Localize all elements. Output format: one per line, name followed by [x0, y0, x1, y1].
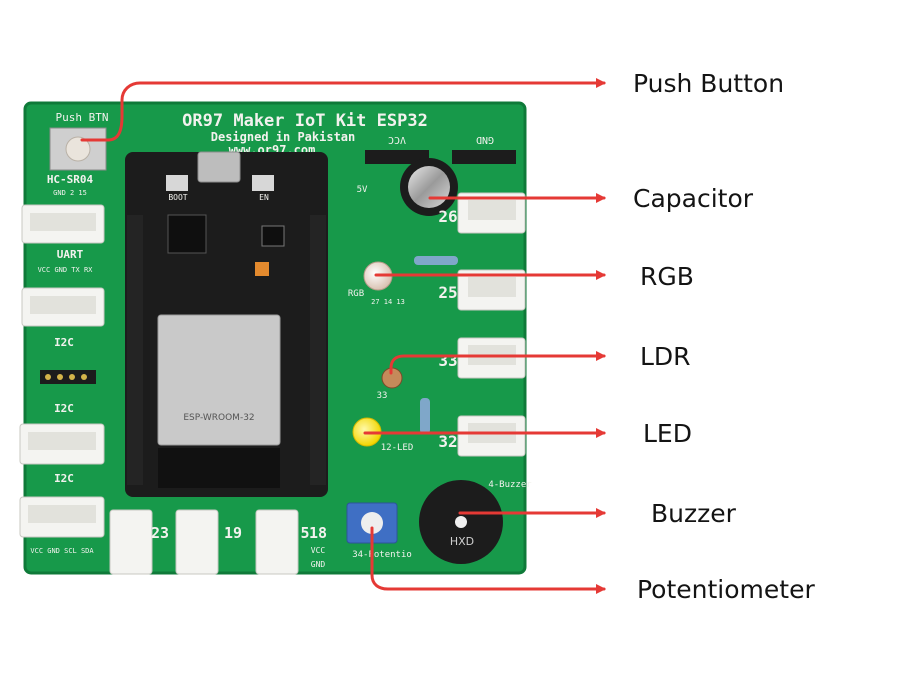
capacitor-top	[408, 166, 450, 208]
sensor-pins: GND 2 15	[53, 189, 87, 197]
wroom-antenna	[158, 448, 280, 488]
usb-chip	[167, 214, 207, 254]
arrow-ldr	[389, 351, 606, 375]
arrow-push-button	[80, 78, 606, 142]
label-buzzer: Buzzer	[651, 499, 736, 528]
left-connector-4	[19, 496, 105, 538]
buzzer-hole	[455, 516, 467, 528]
sensor-label: HC-SR04	[47, 173, 94, 186]
wroom-brand: ESP-WROOM-32	[183, 413, 254, 423]
bottom-gnd-label: GND	[311, 560, 326, 569]
buzzer-mark: HXD	[450, 535, 474, 548]
push-button-cap	[65, 136, 91, 162]
right-connector-33	[457, 337, 526, 379]
port-33-label: 33	[438, 351, 457, 370]
ldr-pin: 33	[377, 391, 388, 401]
port-5-label: 5	[300, 524, 309, 542]
board-title: OR97 Maker IoT Kit ESP32	[182, 111, 428, 131]
rgb-pins: 27 14 13	[371, 298, 405, 306]
port-18-label: 18	[309, 524, 327, 542]
right-connector-26	[457, 192, 526, 234]
push-btn-silk: Push BTN	[56, 111, 109, 124]
port-32-label: 32	[438, 432, 457, 451]
rgb-label: RGB	[348, 289, 364, 299]
port-19-label: 19	[224, 524, 242, 542]
potentiometer-knob	[361, 512, 383, 534]
bottom-vcc-label: VCC	[311, 546, 326, 555]
bottom-connector-19	[175, 509, 219, 575]
bottom-connector-5	[255, 509, 299, 575]
boot-label: BOOT	[168, 193, 187, 202]
i2c-header-pins	[40, 370, 96, 384]
arrow-potentiometer	[370, 526, 606, 594]
right-connector-32	[457, 415, 526, 457]
potentio-silk: 34-Potentio	[352, 550, 412, 560]
label-rgb: RGB	[640, 262, 694, 291]
resistor-2	[420, 398, 430, 434]
led-silk: 12-LED	[381, 443, 414, 453]
board-subtitle: Designed in Pakistan	[211, 130, 356, 144]
wroom-module	[157, 314, 281, 446]
port-23-label: 23	[151, 524, 169, 542]
i2c-label-3: I2C	[54, 472, 74, 485]
en-button	[252, 175, 274, 191]
left-connector-2	[21, 287, 105, 327]
bottom-connector-23	[109, 509, 153, 575]
top-vcc-header	[365, 150, 429, 164]
boot-button	[166, 175, 188, 191]
port-26-label: 26	[438, 207, 457, 226]
usb-port	[197, 151, 241, 183]
uart-pins: VCC GND TX RX	[38, 266, 94, 274]
top-vcc-label: VCC	[388, 134, 406, 145]
label-push-button: Push Button	[633, 69, 785, 98]
uart-label: UART	[57, 248, 84, 261]
label-ldr: LDR	[640, 342, 691, 371]
i2c-label-2: I2C	[54, 402, 74, 415]
i2c-label-1: I2C	[54, 336, 74, 349]
i2c-pins: VCC GND SCL SDA	[30, 547, 94, 555]
callout-arrows	[80, 78, 606, 594]
right-connector-25	[457, 269, 526, 311]
label-potentiometer: Potentiometer	[637, 575, 815, 604]
top-gnd-header	[452, 150, 516, 164]
buzzer-silk: 4-Buzzer	[488, 480, 532, 490]
five-v-label: 5V	[357, 185, 368, 195]
resistor-1	[414, 256, 458, 265]
pin-row-right	[310, 215, 326, 485]
en-label: EN	[259, 193, 269, 202]
top-gnd-label: GND	[476, 134, 494, 145]
label-capacitor: Capacitor	[633, 184, 754, 213]
port-25-label: 25	[438, 283, 457, 302]
left-connector-1	[21, 204, 105, 244]
regulator-chip	[261, 225, 285, 247]
label-led: LED	[643, 419, 692, 448]
pin-row-left	[127, 215, 143, 485]
left-connector-3	[19, 423, 105, 465]
orange-led	[255, 262, 269, 276]
